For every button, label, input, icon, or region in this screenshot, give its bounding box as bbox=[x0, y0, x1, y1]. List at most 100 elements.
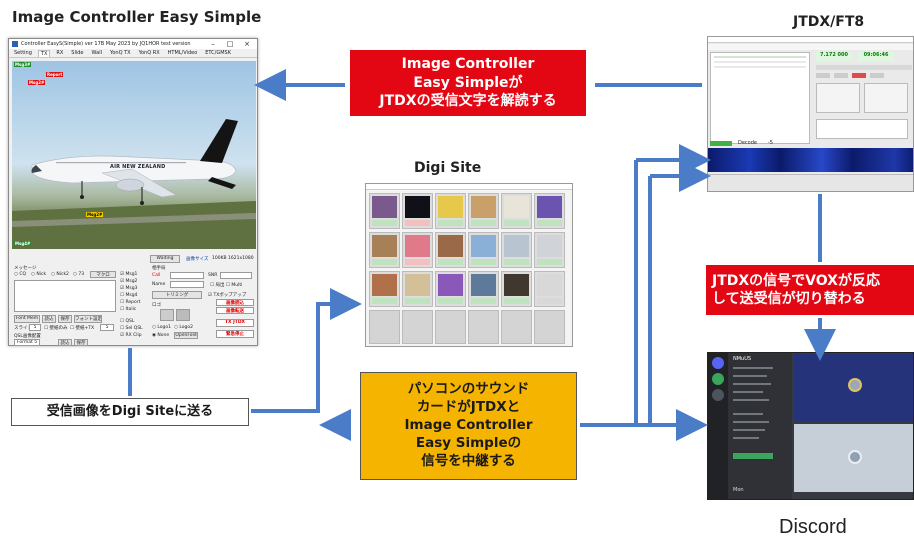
jtdx-controls bbox=[816, 65, 912, 143]
none-radio[interactable]: ◉ None bbox=[152, 333, 170, 338]
openfold-button[interactable]: OpenFold bbox=[174, 332, 198, 339]
msg4-check[interactable]: ☐ Msg4 bbox=[120, 293, 138, 298]
discord-title: Discord bbox=[779, 516, 847, 538]
digi-titlebar bbox=[366, 184, 572, 190]
jtdx-titlebar bbox=[708, 37, 913, 43]
discord-channel-list: NMuUS Mon bbox=[728, 353, 792, 499]
italic-check[interactable]: ☐ Italic bbox=[120, 307, 137, 312]
wall-select[interactable]: 5 bbox=[100, 324, 114, 331]
received-photo: AIR NEW ZEALAND Msg3# Report Msg2# Msg2#… bbox=[12, 61, 256, 249]
font-read-button[interactable]: 読込 bbox=[42, 315, 56, 323]
qsl-read-button[interactable]: 読込 bbox=[58, 339, 72, 346]
format-select[interactable]: Format 5 bbox=[14, 339, 40, 346]
call-input[interactable] bbox=[170, 272, 204, 279]
radio-73[interactable]: ○ 73 bbox=[73, 272, 85, 277]
wall-tx-check[interactable]: ☐ 壁紙+TX bbox=[70, 326, 95, 331]
radio-nick[interactable]: ○ Nick bbox=[31, 272, 47, 277]
font-setting-button[interactable]: フォント設定 bbox=[74, 315, 102, 323]
ic-window-title: Controller EasyS(Simple) ver 17B May 202… bbox=[21, 41, 191, 47]
digi-site-window bbox=[365, 183, 573, 347]
discord-user-name: Mon bbox=[733, 487, 744, 493]
msg2-yellow-label: Msg2# bbox=[86, 212, 104, 217]
tab-tx[interactable]: TX bbox=[37, 49, 51, 57]
tx-jtdx-button[interactable]: TX JTDX bbox=[216, 319, 254, 327]
jtdx-band-activity bbox=[710, 52, 810, 144]
qsl-layout-label: QSL画像配置 bbox=[14, 334, 41, 339]
sel-qsl-check[interactable]: ☐ Sel QSL bbox=[120, 326, 143, 331]
discord-video-bottom bbox=[794, 424, 913, 492]
call-label: Call bbox=[152, 273, 161, 278]
jtdx-decode-indicator bbox=[710, 141, 732, 146]
msg3-label: Msg3# bbox=[14, 62, 32, 67]
airplane-image bbox=[12, 119, 256, 249]
tab-slide[interactable]: Slide bbox=[71, 50, 84, 56]
message-textarea[interactable] bbox=[14, 280, 116, 312]
font-mem-select[interactable]: Font Mem bbox=[14, 315, 40, 323]
trimming-button[interactable]: トリミング bbox=[152, 291, 202, 299]
emergency-stop-button[interactable]: 緊急停止 bbox=[216, 330, 254, 338]
maximize-icon[interactable]: □ bbox=[226, 40, 234, 48]
tx-popup-check[interactable]: ☑ TXポップアップ bbox=[208, 293, 247, 298]
discord-server-name: NMuUS bbox=[733, 356, 752, 362]
relay-callout: パソコンのサウンド カードがJTDXと Image Controller Eas… bbox=[360, 372, 577, 480]
close-icon[interactable]: × bbox=[244, 40, 250, 48]
decode-callout: Image Controller Easy Simpleが JTDXの受信文字を… bbox=[350, 50, 586, 116]
jtdx-db: -5 bbox=[768, 140, 773, 146]
jtdx-time: 09:06:46 bbox=[858, 52, 894, 61]
msg2-check[interactable]: ☑ Msg2 bbox=[120, 279, 138, 284]
ic-titlebar: Controller EasyS(Simple) ver 17B May 202… bbox=[9, 39, 257, 49]
msg3-check[interactable]: ☑ Msg3 bbox=[120, 286, 138, 291]
rx-clip-check[interactable]: ☑ RX Clip bbox=[120, 333, 142, 338]
logo1-radio[interactable]: ○ Logo1 bbox=[152, 325, 172, 330]
logo-preview-1 bbox=[160, 309, 174, 321]
logo-label: ロゴ bbox=[152, 303, 161, 308]
tab-wall[interactable]: Wall bbox=[91, 50, 102, 56]
misc-checks[interactable]: ☐ 局出 ☐ Multi bbox=[210, 283, 243, 288]
send-callout: 受信画像をDigi Siteに送る bbox=[11, 398, 249, 426]
tab-html-video[interactable]: HTML/Video bbox=[167, 50, 198, 56]
logo-preview-2 bbox=[176, 309, 190, 321]
tab-etc-gmsk[interactable]: ETC/GMSK bbox=[205, 50, 231, 56]
jtdx-frequency: 7.172 000 bbox=[816, 52, 852, 61]
msg1-check[interactable]: ☑ Msg1 bbox=[120, 272, 138, 277]
discord-video-top bbox=[794, 354, 913, 422]
font-save-button[interactable]: 保存 bbox=[58, 315, 72, 323]
msg4-label: Msg4# bbox=[14, 241, 32, 246]
snr-label: SNR bbox=[208, 273, 218, 278]
image-transfer-button[interactable]: 画像転送 bbox=[216, 307, 254, 314]
minimize-icon[interactable]: – bbox=[211, 40, 215, 48]
app-icon bbox=[12, 41, 18, 47]
qsl-check[interactable]: ☐ QSL bbox=[120, 319, 135, 324]
jtdx-bottom-bar bbox=[708, 174, 913, 191]
jtdx-menubar bbox=[708, 44, 913, 50]
radio-nick2[interactable]: ○ Nick2 bbox=[51, 272, 69, 277]
digi-site-title: Digi Site bbox=[414, 160, 482, 176]
discord-server-rail bbox=[708, 353, 728, 499]
tab-rx[interactable]: RX bbox=[56, 50, 64, 56]
jtdx-title: JTDX/FT8 bbox=[793, 14, 865, 30]
slide-select[interactable]: 5 bbox=[29, 324, 41, 331]
image-size-label: 画像サイズ bbox=[186, 257, 209, 262]
report-check[interactable]: ☐ Report bbox=[120, 300, 141, 305]
tab-yonq-rx[interactable]: YonQ RX bbox=[138, 50, 160, 56]
bg-only-check[interactable]: ☐ 壁紙のみ bbox=[44, 326, 68, 331]
image-read-button[interactable]: 画像読込 bbox=[216, 299, 254, 306]
callsign-label: 相手局 bbox=[152, 266, 166, 271]
radio-cq[interactable]: ○ CQ bbox=[14, 272, 27, 277]
airline-text: AIR NEW ZEALAND bbox=[110, 164, 166, 170]
tab-yonq-tx[interactable]: YonQ TX bbox=[109, 50, 131, 56]
logo2-radio[interactable]: ○ Logo2 bbox=[174, 325, 194, 330]
discord-window: NMuUS Mon bbox=[707, 352, 914, 500]
name-input[interactable] bbox=[170, 281, 204, 288]
ic-control-panel: Waiting 画像サイズ 100KB 1621x1080 メッセージ ○ CQ… bbox=[12, 253, 256, 346]
jtdx-window: 7.172 000 09:06:46 Decode -5 bbox=[707, 36, 914, 192]
name-label: Name bbox=[152, 282, 166, 287]
arrow-send-to-digi bbox=[251, 288, 362, 413]
report-label: Report bbox=[46, 72, 64, 77]
snr-input[interactable] bbox=[220, 272, 252, 279]
qsl-save-button[interactable]: 保存 bbox=[74, 339, 88, 346]
macro-button[interactable]: マクロ bbox=[90, 271, 116, 278]
message-label: メッセージ bbox=[14, 266, 37, 271]
tab-setting[interactable]: Setting bbox=[14, 50, 32, 56]
